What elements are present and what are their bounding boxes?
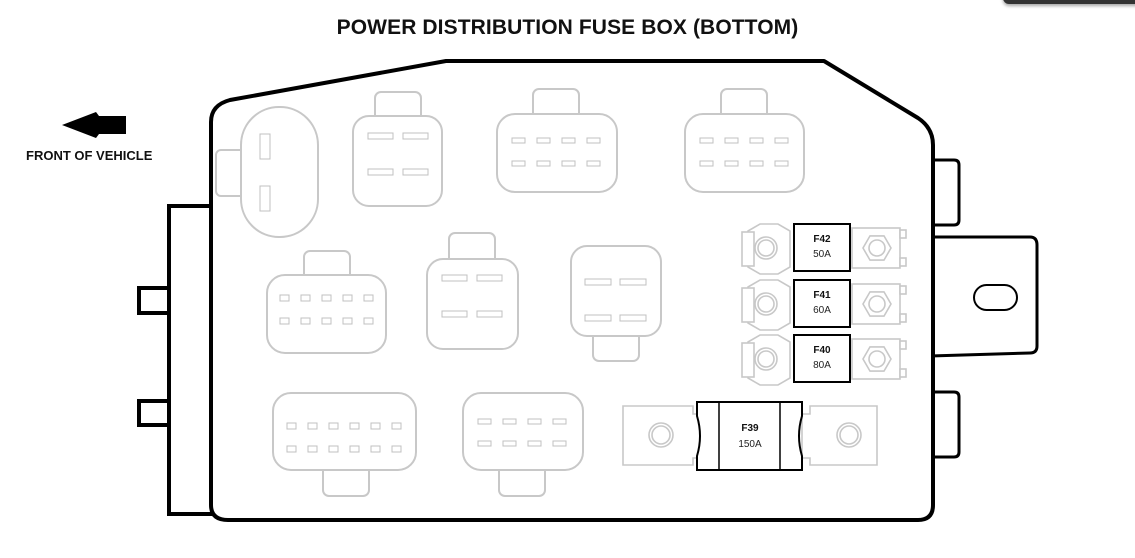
fuse-terminal-right: [801, 405, 878, 466]
fuse-terminal-right: [851, 338, 907, 380]
connector-pin: [370, 445, 381, 453]
connector-pin: [536, 160, 551, 167]
connector-pin: [749, 137, 764, 144]
connector-pin: [321, 294, 332, 302]
connector-pin: [536, 137, 551, 144]
connector-pin: [749, 160, 764, 167]
fuse-body: [793, 279, 851, 328]
connector-pin: [511, 137, 526, 144]
connector-pin: [477, 440, 492, 447]
connector-pin: [724, 160, 739, 167]
connector-pin: [349, 445, 360, 453]
fuse-f39[interactable]: F39 150A: [622, 401, 878, 471]
front-of-vehicle-label: FRONT OF VEHICLE: [26, 148, 153, 163]
connector-pin: [586, 137, 601, 144]
connector-pin: [527, 440, 542, 447]
fuse-body: [696, 401, 803, 471]
connector-pin: [279, 317, 290, 325]
connector-pin: [321, 317, 332, 325]
connector-pin: [774, 160, 789, 167]
fuse-terminal-right: [851, 227, 907, 269]
connector-pin: [552, 440, 567, 447]
connector-pin: [527, 418, 542, 425]
fuse-id: F39: [741, 423, 759, 434]
window-corner-bar: [1003, 0, 1135, 4]
connector-8-pin-bottom: [462, 392, 584, 497]
connector-10-pin-middle: [266, 250, 387, 354]
fuse-id: F42: [813, 234, 831, 245]
fuse-id: F40: [813, 345, 831, 356]
connector-pin: [724, 137, 739, 144]
mounting-slot: [973, 284, 1018, 311]
fuse-terminal-right: [851, 283, 907, 325]
connector-4-pin-middle-right: [570, 245, 662, 362]
arrow-left-icon: [62, 112, 126, 138]
connector-8-pin-top-right: [684, 88, 805, 193]
connector-pin: [502, 440, 517, 447]
connector-pin: [300, 294, 311, 302]
fuse-terminal-left: [622, 405, 701, 466]
diagram-title: POWER DISTRIBUTION FUSE BOX (BOTTOM): [336, 16, 799, 39]
connector-pin: [391, 422, 402, 430]
connector-pin: [391, 445, 402, 453]
connector-pin: [370, 422, 381, 430]
fuse-body: [793, 334, 851, 383]
connector-pin: [342, 294, 353, 302]
fuse-body: [793, 223, 851, 272]
connector-4-pin-middle: [426, 232, 519, 350]
connector-pin: [552, 418, 567, 425]
connector-pin: [349, 422, 360, 430]
connector-oval-2-pin: [215, 106, 319, 238]
connector-pin: [307, 445, 318, 453]
connector-pin: [363, 317, 374, 325]
fuse-rating: 150A: [738, 439, 762, 450]
connector-pin: [300, 317, 311, 325]
left-mount-bracket: [137, 204, 215, 516]
connector-12-pin-bottom: [272, 392, 417, 497]
connector-pin: [279, 294, 290, 302]
fuse-rating: 80A: [813, 360, 831, 371]
right-mount-tabs: [929, 158, 1039, 459]
fuse-rating: 50A: [813, 249, 831, 260]
connector-pin: [561, 160, 576, 167]
connector-pin: [561, 137, 576, 144]
connector-pin: [586, 160, 601, 167]
connector-pin: [286, 422, 297, 430]
connector-pin: [477, 418, 492, 425]
connector-pin: [307, 422, 318, 430]
connector-pin: [286, 445, 297, 453]
connector-4-pin-top: [352, 91, 443, 207]
connector-pin: [363, 294, 374, 302]
connector-pin: [774, 137, 789, 144]
fuse-terminal-left: [741, 223, 791, 275]
fuse-rating: 60A: [813, 305, 831, 316]
connector-pin: [502, 418, 517, 425]
connector-8-pin-top-middle: [496, 88, 618, 193]
connector-pin: [699, 137, 714, 144]
connector-pin: [699, 160, 714, 167]
fuse-terminal-left: [741, 279, 791, 331]
connector-pin: [328, 445, 339, 453]
connector-pin: [328, 422, 339, 430]
fuse-terminal-left: [741, 334, 791, 386]
connector-pin: [342, 317, 353, 325]
fuse-id: F41: [813, 290, 831, 301]
connector-pin: [511, 160, 526, 167]
